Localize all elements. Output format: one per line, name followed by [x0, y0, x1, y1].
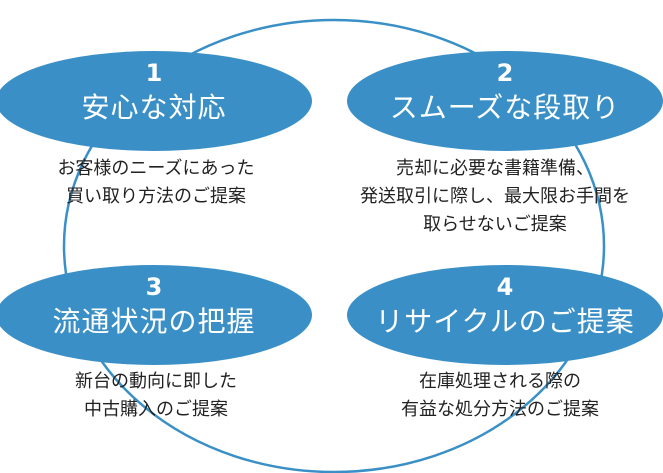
step-3-desc-line: 新台の動向に即した [75, 371, 237, 392]
step-2-badge: 2 スムーズな段取り [347, 51, 663, 151]
step-1-description: お客様のニーズにあった 買い取り方法のご提案 [26, 155, 286, 211]
step-4-desc-line: 有益な処分方法のご提案 [401, 399, 599, 420]
step-4-title: リサイクルのご提案 [375, 305, 635, 338]
step-4-description: 在庫処理される際の 有益な処分方法のご提案 [355, 368, 645, 424]
step-4-ellipse [347, 265, 663, 365]
step-2-desc-line: 取らせないご提案 [423, 214, 567, 235]
step-4-number: 4 [496, 273, 514, 301]
step-2-number: 2 [496, 59, 514, 87]
step-3-badge: 3 流通状況の把握 [0, 265, 312, 365]
step-3-description: 新台の動向に即した 中古購入のご提案 [26, 368, 286, 424]
step-2-title: スムーズな段取り [389, 91, 621, 124]
step-1-number: 1 [145, 59, 163, 87]
step-3-number: 3 [145, 273, 163, 301]
step-2-description: 売却に必要な書籍準備、 発送取引に際し、最大限お手間を 取らせないご提案 [335, 155, 655, 239]
step-2-desc-line: 売却に必要な書籍準備、 [396, 158, 594, 179]
step-4-badge: 4 リサイクルのご提案 [347, 265, 663, 365]
step-3-desc-line: 中古購入のご提案 [84, 399, 228, 420]
step-2-ellipse [347, 51, 663, 151]
step-1-badge: 1 安心な対応 [0, 51, 312, 151]
step-1-desc-line: お客様のニーズにあった [57, 158, 255, 179]
step-1-desc-line: 買い取り方法のご提案 [66, 186, 246, 207]
step-2-desc-line: 発送取引に際し、最大限お手間を [360, 186, 630, 207]
step-3-title: 流通状況の把握 [52, 305, 256, 338]
step-1-title: 安心な対応 [81, 91, 227, 124]
step-4-desc-line: 在庫処理される際の [419, 371, 581, 392]
step-1-ellipse [0, 51, 312, 151]
step-3-ellipse [0, 265, 312, 365]
